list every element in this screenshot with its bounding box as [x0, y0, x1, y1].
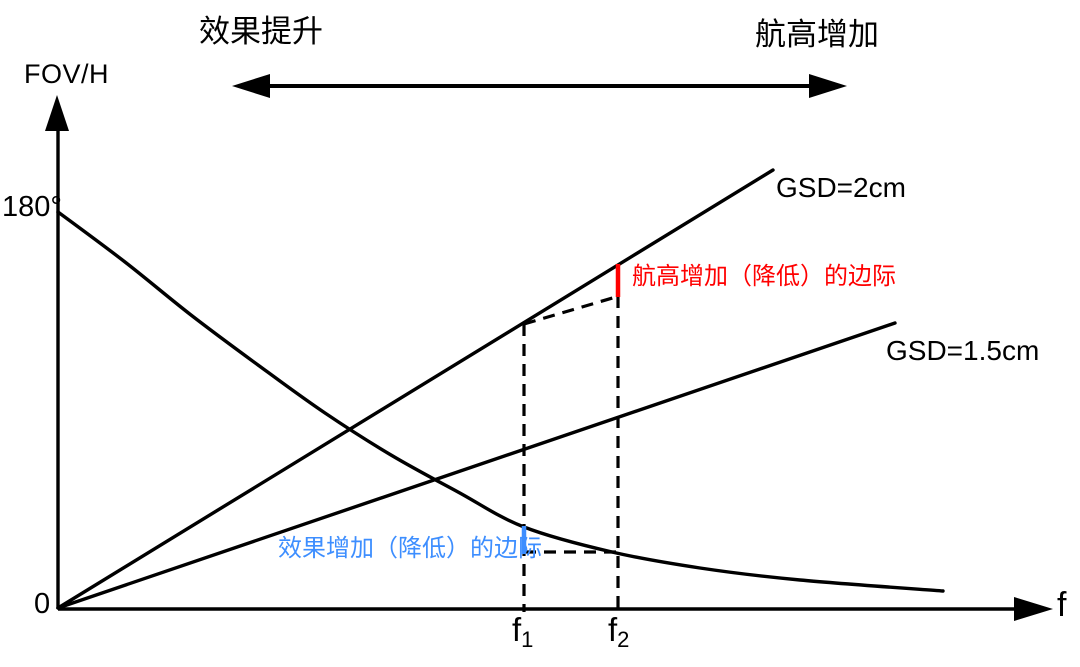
f1-tick-subscript: 1	[521, 627, 534, 652]
effect-marginal-annotation: 效果增加（降低）的边际	[278, 535, 542, 562]
top-right-arrow-label: 航高增加	[755, 17, 879, 52]
gsd-1-5cm-line	[56, 321, 897, 610]
f1-tick-label: f1	[512, 613, 533, 651]
gsd-2cm-line	[56, 168, 775, 610]
origin-label: 0	[34, 588, 51, 620]
altitude-marginal-annotation: 航高增加（降低）的边际	[632, 263, 896, 290]
double-arrow-right-head-icon	[809, 74, 847, 98]
y-axis-arrowhead-icon	[45, 95, 69, 131]
x-axis-label: f	[1057, 586, 1067, 624]
gsd-2cm-line-label: GSD=2cm	[776, 172, 906, 203]
top-left-arrow-label: 效果提升	[199, 14, 323, 49]
f2-tick-base: f	[608, 611, 618, 648]
double-arrow-left-head-icon	[232, 74, 270, 98]
gsd-1-5cm-line-label: GSD=1.5cm	[886, 335, 1040, 366]
f2-tick-subscript: 2	[617, 627, 630, 652]
y-max-tick-label: 180°	[2, 191, 62, 223]
diagonal-dashed	[523, 295, 617, 326]
f1-tick-base: f	[512, 611, 522, 648]
x-axis-arrowhead-icon	[1014, 597, 1053, 621]
y-axis-label: FOV/H	[24, 59, 110, 89]
f2-tick-label: f2	[608, 613, 629, 651]
